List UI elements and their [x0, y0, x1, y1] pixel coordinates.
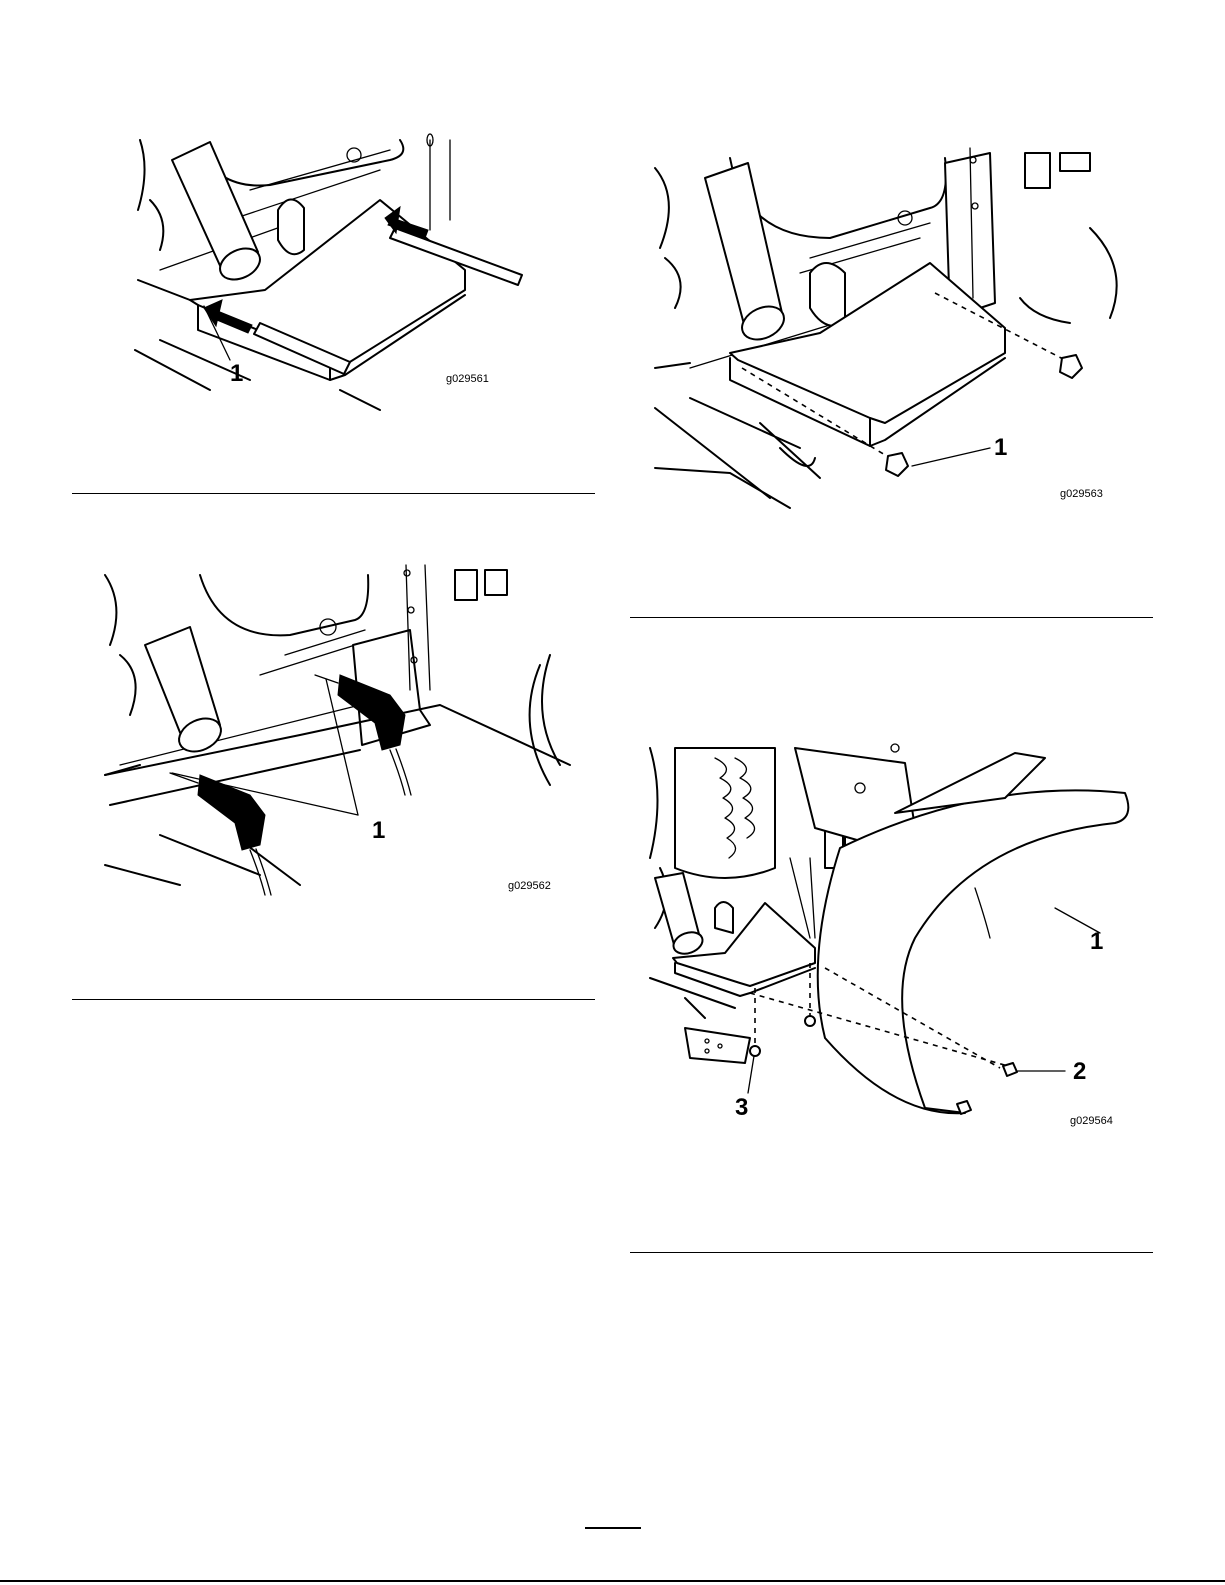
figure-g029563: 1 g029563	[650, 148, 1130, 520]
figure-g029564: 1 2 3 g029564	[645, 738, 1150, 1138]
figure-g029563-illustration	[650, 148, 1130, 520]
figure-g029561-illustration	[130, 130, 530, 400]
figure-g029561: 1 g029561	[130, 130, 530, 400]
divider-line	[630, 617, 1153, 618]
divider-line	[630, 1252, 1153, 1253]
divider-line	[72, 999, 595, 1000]
callout-number: 1	[372, 819, 385, 843]
callout-number: 1	[1090, 930, 1103, 954]
figure-id: g029564	[1070, 1116, 1113, 1127]
footer-line	[0, 1580, 1225, 1582]
figure-id: g029561	[446, 374, 489, 385]
divider-line	[72, 493, 595, 494]
figure-g029562-illustration	[100, 565, 570, 900]
callout-number: 2	[1073, 1060, 1086, 1084]
figure-id: g029562	[508, 881, 551, 892]
callout-number: 1	[230, 362, 243, 386]
callout-number: 3	[735, 1096, 748, 1120]
callout-number: 1	[994, 436, 1007, 460]
figure-g029562: 1 g029562	[100, 565, 570, 900]
figure-id: g029563	[1060, 489, 1103, 500]
page-number-rule	[585, 1527, 641, 1529]
